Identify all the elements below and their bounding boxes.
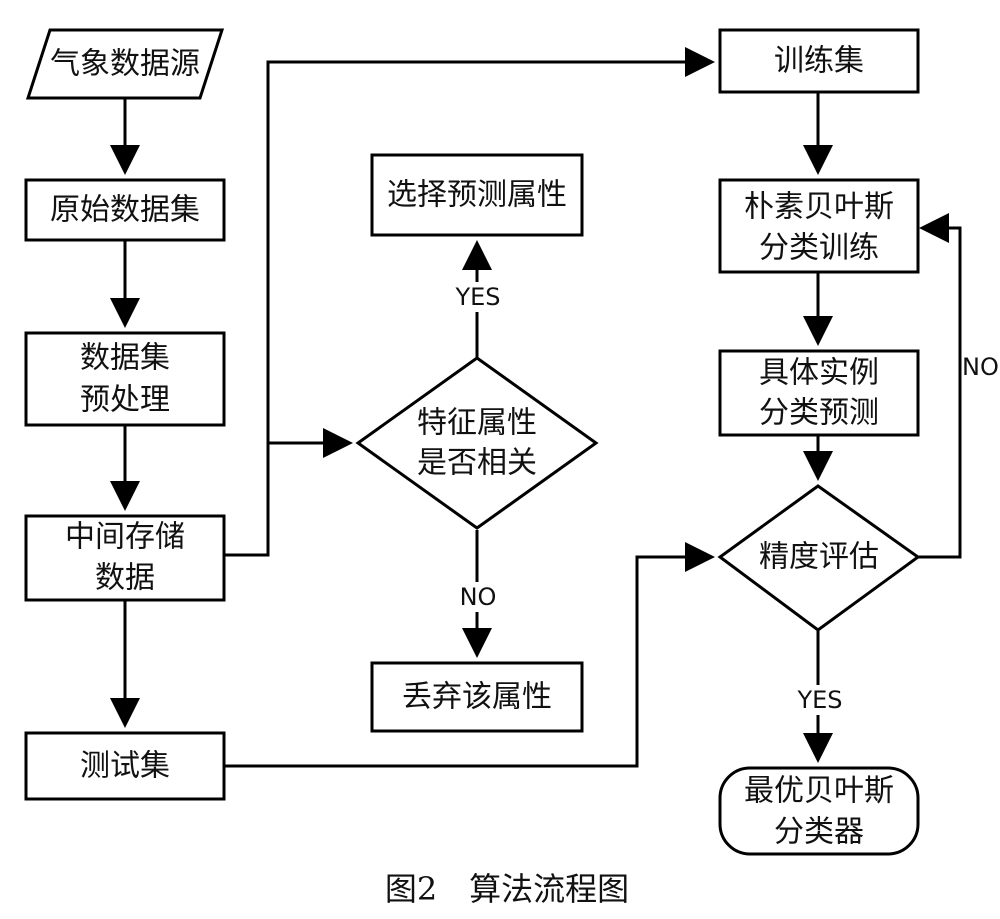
node-preprocess-line1: 数据集 — [80, 341, 170, 376]
label-eval-no-bg — [962, 352, 1000, 382]
node-nb-training-shape — [718, 178, 920, 274]
node-instance-predict-line2: 分类预测 — [759, 396, 879, 431]
node-discard-attr-shape — [370, 661, 584, 733]
node-preprocess-shape — [24, 331, 226, 427]
node-instance-predict-shape — [718, 349, 920, 437]
node-decision-line2: 是否相关 — [417, 446, 537, 481]
arrow-test-to-eval — [225, 542, 715, 768]
node-training-set: 训练集 — [774, 44, 864, 79]
node-select-attr: 选择预测属性 — [387, 178, 567, 213]
node-best-classifier-line1: 最优贝叶斯 — [744, 774, 894, 809]
node-intermediate-line2: 数据 — [95, 561, 155, 596]
node-raw-dataset-shape — [24, 178, 226, 242]
node-preprocess-line2: 预处理 — [80, 383, 170, 418]
arrow-intermediate-to-training — [225, 47, 715, 557]
node-nb-training-line1: 朴素贝叶斯 — [744, 190, 894, 225]
node-accuracy-eval: 精度评估 — [759, 540, 879, 575]
node-nb-training-line2: 分类训练 — [759, 231, 879, 266]
node-discard-attr: 丢弃该属性 — [402, 680, 552, 715]
node-best-classifier-shape — [718, 766, 920, 856]
label-attr-no-bg — [455, 582, 501, 612]
label-eval-no: NO — [962, 353, 999, 381]
label-attr-yes-bg — [450, 282, 506, 312]
node-weather-source-shape — [25, 28, 225, 100]
node-intermediate-shape — [24, 514, 226, 602]
node-intermediate-line1: 中间存储 — [65, 520, 185, 555]
node-accuracy-eval-shape — [717, 484, 921, 632]
node-training-set-shape — [718, 28, 920, 94]
label-eval-yes-bg — [792, 685, 848, 715]
figure-caption: 图2 算法流程图 — [385, 870, 629, 908]
node-select-attr-shape — [370, 153, 584, 237]
node-best-classifier-line2: 分类器 — [774, 815, 864, 850]
arrow-eval-no-loop — [918, 213, 962, 559]
node-test-set: 测试集 — [80, 749, 170, 784]
node-decision-shape — [355, 356, 599, 530]
label-attr-no: NO — [460, 583, 497, 611]
label-eval-yes: YES — [796, 686, 842, 714]
label-attr-yes: YES — [454, 283, 500, 311]
node-test-set-shape — [24, 731, 226, 801]
node-instance-predict-line1: 具体实例 — [759, 356, 879, 391]
node-raw-dataset: 原始数据集 — [50, 193, 200, 228]
node-decision-line1: 特征属性 — [417, 406, 537, 441]
node-weather-source: 气象数据源 — [50, 47, 200, 82]
